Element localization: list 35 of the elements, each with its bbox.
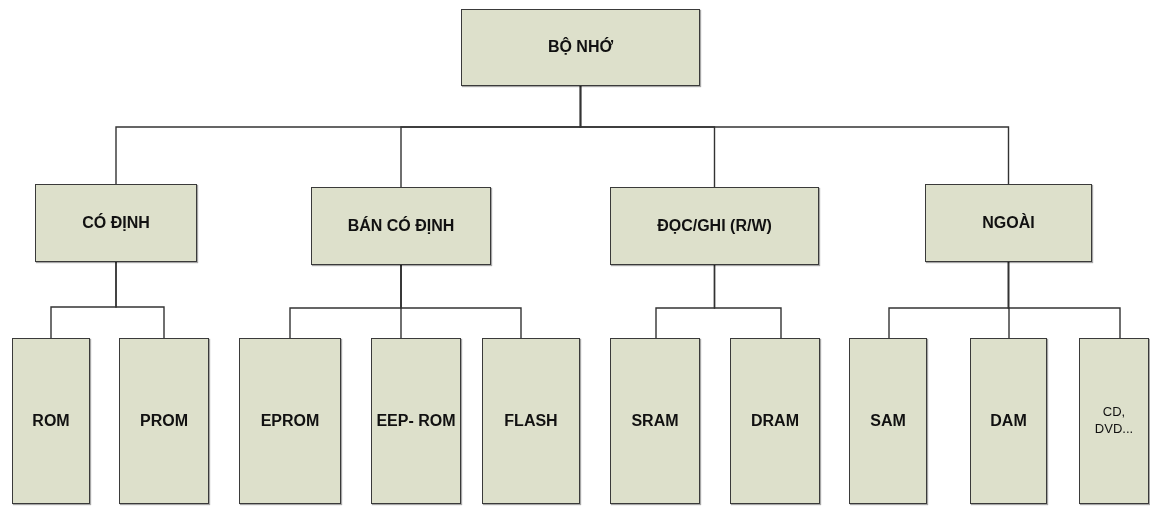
box-label: EEP- ROM bbox=[376, 410, 456, 431]
box-label: CÓ ĐỊNH bbox=[82, 212, 150, 233]
connector-line bbox=[713, 264, 782, 339]
box-label: DRAM bbox=[751, 410, 799, 431]
memory-type-box bbox=[35, 184, 197, 262]
memory-type-box bbox=[12, 338, 90, 504]
memory-type-box bbox=[461, 9, 700, 86]
connector-line bbox=[400, 264, 522, 339]
box-label: PROM bbox=[140, 410, 188, 431]
connector-line bbox=[1007, 261, 1121, 339]
box-label: DAM bbox=[990, 410, 1027, 431]
memory-type-box bbox=[119, 338, 209, 504]
memory-type-box bbox=[371, 338, 461, 504]
memory-type-box bbox=[730, 338, 820, 504]
box-label: BÁN CÓ ĐỊNH bbox=[347, 215, 455, 236]
box-label: SRAM bbox=[631, 410, 679, 431]
connector-line bbox=[115, 261, 165, 339]
memory-type-box bbox=[610, 187, 819, 265]
memory-type-box bbox=[1079, 338, 1149, 504]
memory-type-box bbox=[239, 338, 341, 504]
box-label: BỘ NHỚ bbox=[547, 37, 614, 58]
box-label: ĐỌC/GHI (R/W) bbox=[657, 215, 772, 236]
box-label: CD, DVD... bbox=[1093, 404, 1135, 438]
box-label: ROM bbox=[32, 410, 70, 431]
box-label: SAM bbox=[870, 410, 906, 431]
memory-type-box bbox=[482, 338, 580, 504]
connector-line bbox=[579, 85, 1010, 185]
box-label: FLASH bbox=[504, 410, 558, 431]
memory-type-box bbox=[970, 338, 1047, 504]
memory-type-box bbox=[311, 187, 491, 265]
memory-type-box bbox=[849, 338, 927, 504]
memory-type-box bbox=[925, 184, 1092, 262]
box-label: EPROM bbox=[260, 410, 320, 431]
memory-type-box bbox=[610, 338, 700, 504]
box-label: NGOÀI bbox=[982, 212, 1035, 233]
